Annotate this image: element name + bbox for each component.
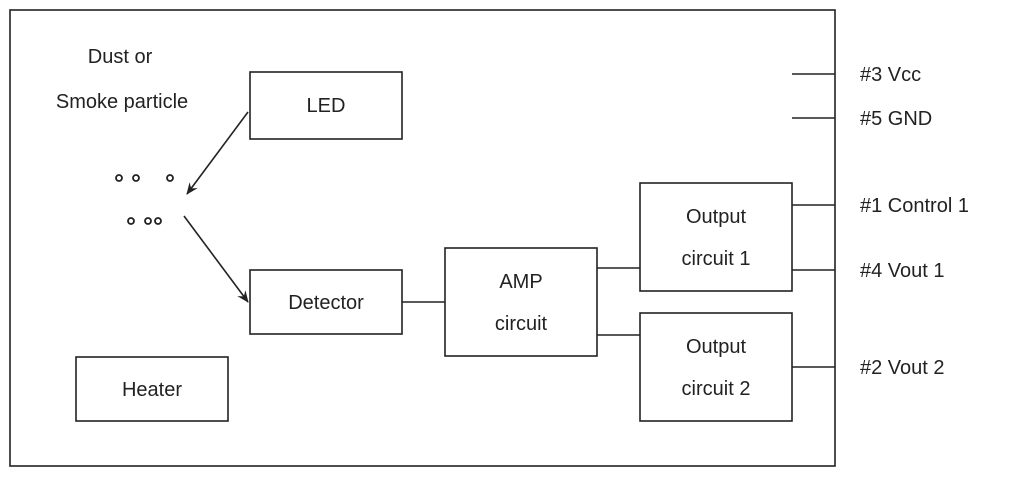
pin-control1-label: #1 Control 1 [860,195,969,217]
heater-label: Heater [122,379,182,401]
pin-vcc-label: #3 Vcc [860,64,921,86]
amp-label-line2: circuit [495,313,548,335]
output2-label-line1: Output [686,336,746,358]
output2-label-line2: circuit 2 [682,378,751,400]
led-block: LED [249,71,403,140]
scatter-arrow [183,215,249,303]
detector-block: Detector [249,269,403,335]
led-label: LED [307,95,346,117]
particle-label-line2: Smoke particle [56,91,188,113]
output-circuit-2-block: Output circuit 2 [639,312,793,422]
pin-vout2-label: #2 Vout 2 [860,357,945,379]
amp-block: AMP circuit [444,247,598,357]
detector-label: Detector [288,292,364,314]
particles [115,174,174,225]
particle-label-line1: Dust or [88,46,153,68]
light-arrow [186,111,249,195]
output-circuit-1-block: Output circuit 1 [639,182,793,292]
output1-label-line2: circuit 1 [682,248,751,270]
pin-vout1-label: #4 Vout 1 [860,260,945,282]
amp-label-line1: AMP [499,271,542,293]
heater-block: Heater [75,356,229,422]
output1-label-line1: Output [686,206,746,228]
pin-gnd-label: #5 GND [860,108,932,130]
